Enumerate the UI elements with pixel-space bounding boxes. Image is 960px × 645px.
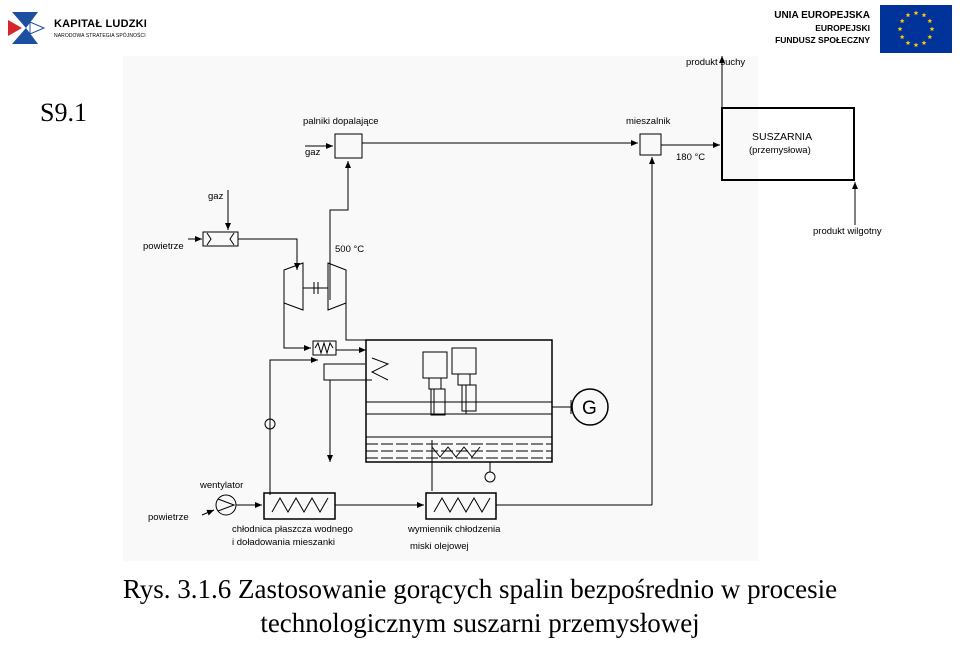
label-wentylator: wentylator [199,480,243,491]
label-wymiennik-1: wymiennik chłodzenia [407,524,501,535]
filter-to-compressor-line [238,238,300,270]
eu-star-icon [913,42,919,48]
chlodnica-coil [271,496,329,514]
exhaust-manifold [370,357,390,381]
pump-left [264,418,276,430]
manifold-to-line [323,363,372,381]
eu-line2: EUROPEJSKI [815,23,870,33]
label-chlodnica-1: chłodnica płaszcza wodnego [232,524,353,535]
eu-star-icon [899,18,905,24]
label-temp-500: 500 °C [335,244,364,255]
suszarnia-box [721,107,855,181]
label-mieszalnik: mieszalnik [626,116,671,127]
label-powietrze-top: powietrze [143,241,184,252]
label-gaz-top: gaz [208,191,224,202]
turbine-shape [327,262,347,311]
palniki-box [334,133,363,159]
air-filter-mark-right [229,232,235,246]
compressor-shape [283,262,304,311]
figure-caption: Rys. 3.1.6 Zastosowanie gorących spalin … [0,572,960,640]
caption-line2: technologicznym suszarni przemysłowej [260,608,700,638]
label-powietrze-bottom: powietrze [148,512,189,523]
exhaust-to-burner-line [329,161,351,300]
eu-line3: FUNDUSZ SPOŁECZNY [775,35,870,45]
eu-star-icon [905,12,911,18]
eu-star-icon [929,26,935,32]
label-suszarnia: SUSZARNIA [752,131,812,143]
label-gaz-palniki: gaz [305,147,321,158]
eu-logo-text: UNIA EUROPEJSKA EUROPEJSKI FUNDUSZ SPOŁE… [774,10,870,46]
wymiennik-coil [433,496,491,514]
eu-star-icon [913,10,919,16]
eu-star-icon [899,34,905,40]
eu-star-icon [921,40,927,45]
generator-circle [571,388,609,426]
kapital-ludzki-logo: KAPITAŁ LUDZKI NARODOWA STRATEGIA SPÓJNO… [8,8,158,50]
label-temp-180: 180 °C [676,152,705,163]
intercooler-box [312,340,337,356]
label-wymiennik-2: miski olejowej [410,541,469,552]
eu-star-icon [927,34,933,40]
air-filter-mark-left [206,232,212,246]
wentylator-blade [217,498,236,512]
eu-star-icon [905,40,911,45]
label-produkt-wilgotny: produkt wilgotny [813,226,882,237]
kapital-ludzki-subtitle: NARODOWA STRATEGIA SPÓJNOŚCI [54,33,146,39]
oil-cooler-coil [431,446,481,458]
kapital-ludzki-icon [8,12,46,44]
label-produkt-suchy: produkt suchy [686,57,745,68]
eu-star-icon [897,26,903,32]
label-palniki: palniki dopalające [303,116,379,127]
eu-star-icon [927,18,933,24]
slide-id: S9.1 [40,98,87,127]
compressor-to-intercooler [283,303,311,351]
engine-exhaust-line [345,303,368,341]
label-przemyslowa: (przemysłowa) [749,145,811,156]
kapital-ludzki-title: KAPITAŁ LUDZKI [54,18,148,30]
rod-1 [430,388,446,416]
engine-block [365,339,553,463]
chlodnica-box [263,492,336,520]
rod-2 [461,384,477,412]
label-generator: G [582,398,597,419]
powietrze-bottom-arrow [201,509,215,516]
label-chlodnica-2: i doładowania mieszanki [232,537,335,548]
wymiennik-box [425,492,497,520]
eu-star-icon [921,12,927,18]
eu-line1: UNIA EUROPEJSKA [774,10,870,21]
cooling-loop-left [269,357,318,495]
eu-flag-icon [880,5,952,53]
caption-line1: Rys. 3.1.6 Zastosowanie gorących spalin … [122,574,838,604]
intercooler-coil [314,341,334,355]
